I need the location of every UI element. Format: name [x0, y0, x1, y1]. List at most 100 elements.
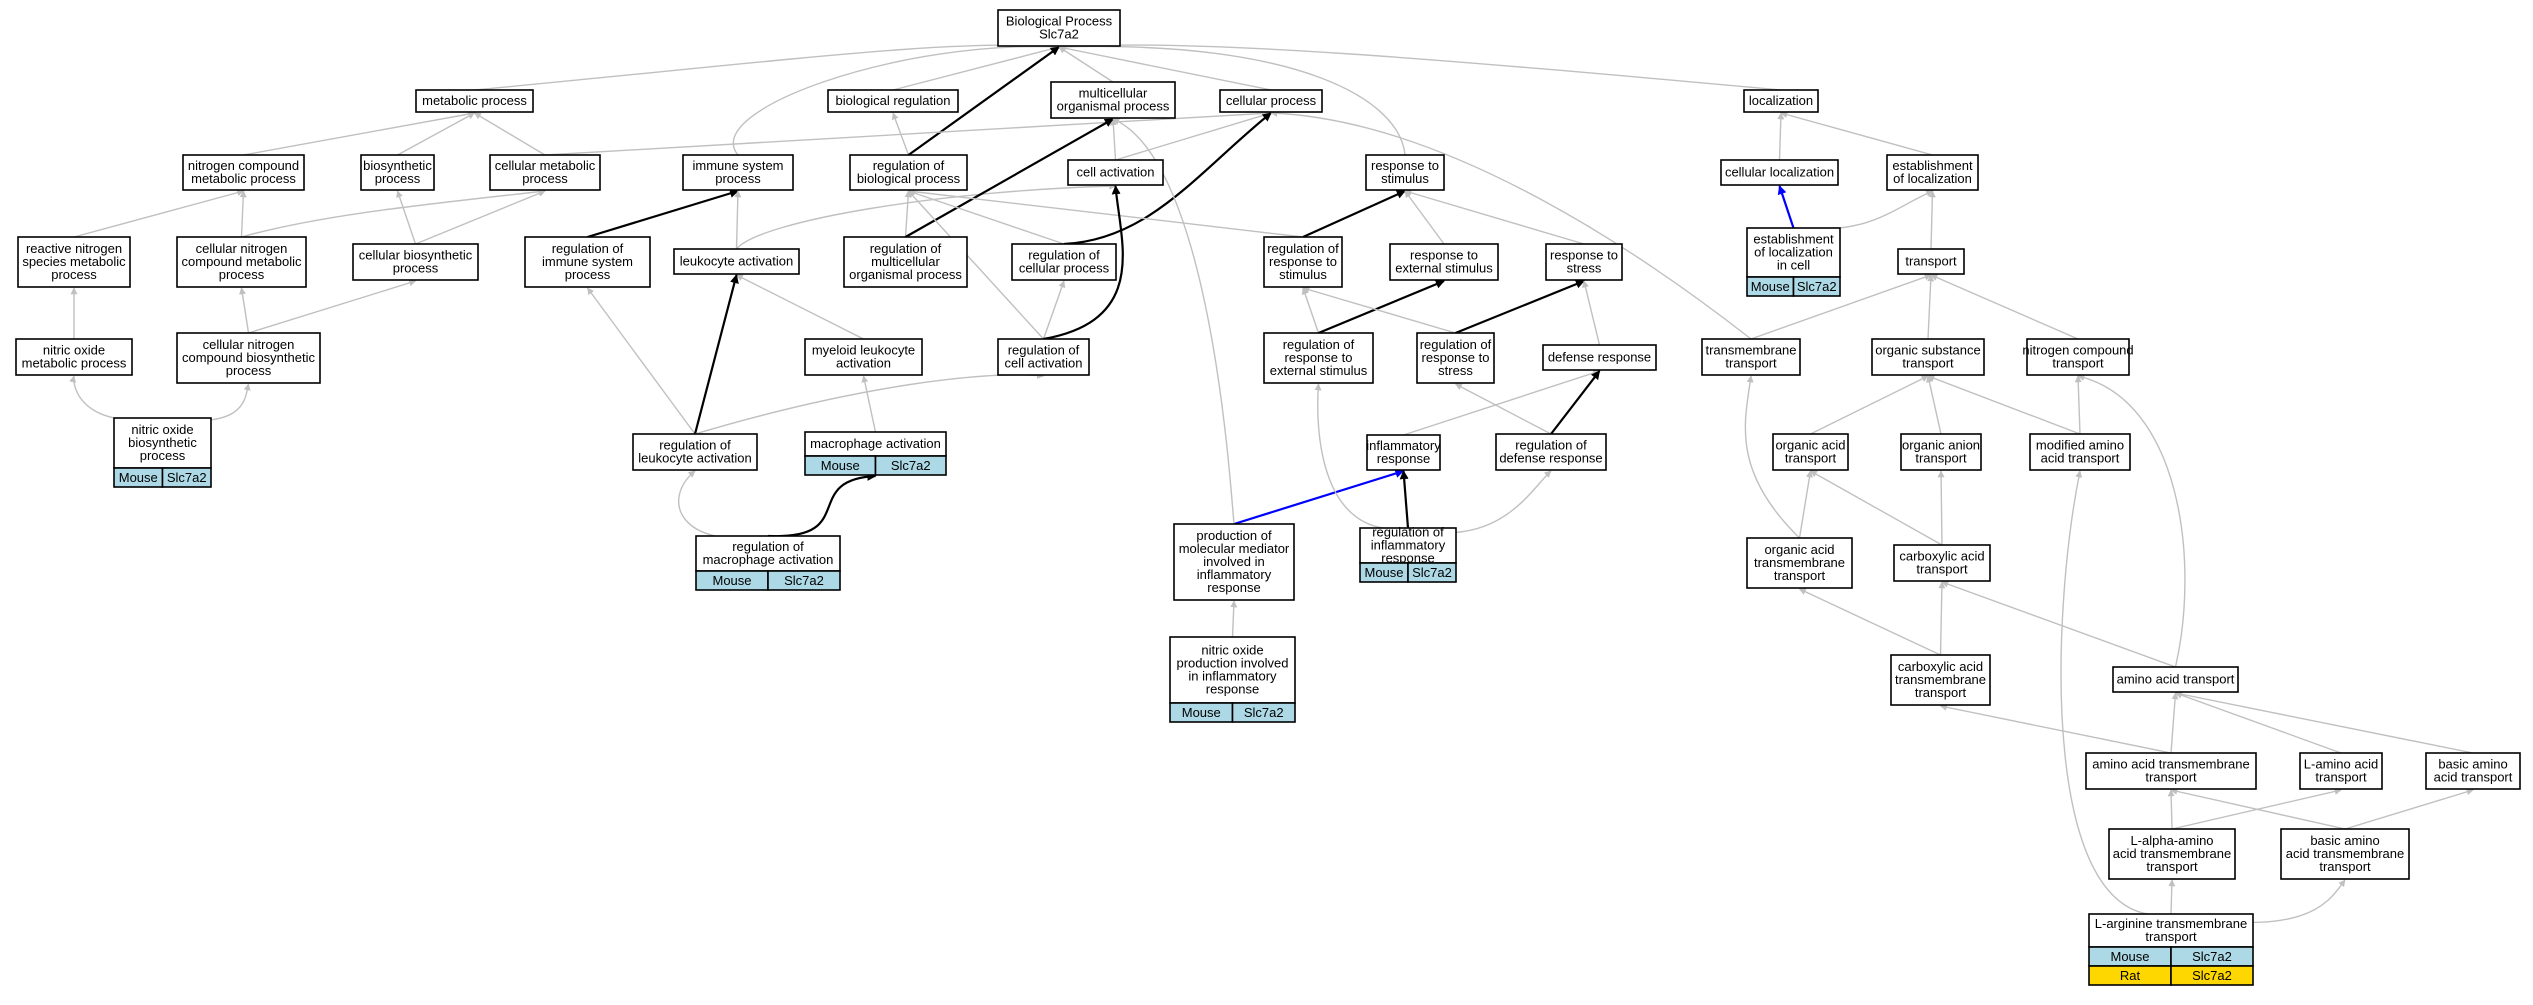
go-node-metabolic[interactable]: metabolic process — [415, 89, 534, 113]
edge-noprod-to-prodmed — [1230, 600, 1238, 638]
go-node-leukact[interactable]: leukocyte activation — [673, 248, 800, 275]
edge-larg-to-lalpha — [2168, 879, 2176, 915]
edge-carbacidtm-to-carbacid — [1938, 581, 1946, 656]
node-label-line: localization — [1749, 93, 1813, 108]
go-node-defresp[interactable]: defense response — [1542, 344, 1657, 371]
edge-carbacidtm-to-orgacidtm — [1798, 588, 1941, 656]
node-label-line: myeloid leukocyte — [812, 343, 915, 358]
node-box — [2425, 752, 2521, 790]
edge-cellbiosynth-to-cellmetab — [415, 190, 546, 245]
node-label-line: carboxylic acid — [1898, 659, 1983, 674]
node-label-line: organismal process — [1057, 99, 1170, 114]
edge-estloc-to-localization — [1780, 111, 1933, 156]
edge-regbio-to-root — [907, 46, 1060, 156]
node-box — [804, 431, 947, 457]
node-label-line: transmembrane — [1754, 555, 1845, 570]
go-node-cellact[interactable]: cell activation — [1067, 159, 1164, 186]
go-node-aatransport[interactable]: amino acid transport — [2112, 666, 2239, 693]
edge-cellnitrobio-to-cellbiosynth — [248, 279, 417, 334]
node-box — [1871, 338, 1985, 376]
node-box — [176, 332, 321, 384]
go-node-cellproc[interactable]: cellular process — [1219, 89, 1323, 113]
node-label-line: inflammatory — [1371, 538, 1446, 553]
node-box — [352, 243, 479, 281]
go-node-localization[interactable]: localization — [1743, 89, 1819, 113]
node-box — [827, 89, 959, 113]
node-label-line: external stimulus — [1395, 261, 1493, 276]
go-node-cellloc[interactable]: cellular localization — [1720, 159, 1839, 186]
node-box — [360, 154, 435, 191]
node-box — [1746, 537, 1853, 589]
node-box — [1886, 154, 1979, 191]
species-cell: Mouse — [1751, 279, 1790, 294]
node-label-line: establishment — [1892, 158, 1973, 173]
edge-regrespext-to-regrespstim — [1301, 287, 1320, 334]
node-label-line: cell activation — [1076, 165, 1154, 180]
species-cell: Mouse — [1364, 565, 1403, 580]
edge-cellbiosynth-to-biosynth — [396, 190, 417, 245]
edge-regmulti-to-regbio — [904, 190, 912, 238]
node-label-line: regulation of — [1283, 337, 1355, 352]
go-node-transport[interactable]: transport — [1897, 248, 1965, 275]
edge-regmacro-to-macroact — [767, 471, 877, 538]
go-node-bioreg[interactable]: biological regulation — [827, 89, 959, 113]
node-label-line: regulation of — [552, 241, 624, 256]
node-label-line: transport — [1905, 254, 1957, 269]
edge-cellloc-to-localization — [1777, 112, 1785, 161]
node-label-line: molecular mediator — [1179, 541, 1290, 556]
node-box — [804, 338, 923, 376]
gene-cell-bg — [2170, 965, 2254, 986]
node-box — [997, 9, 1121, 47]
